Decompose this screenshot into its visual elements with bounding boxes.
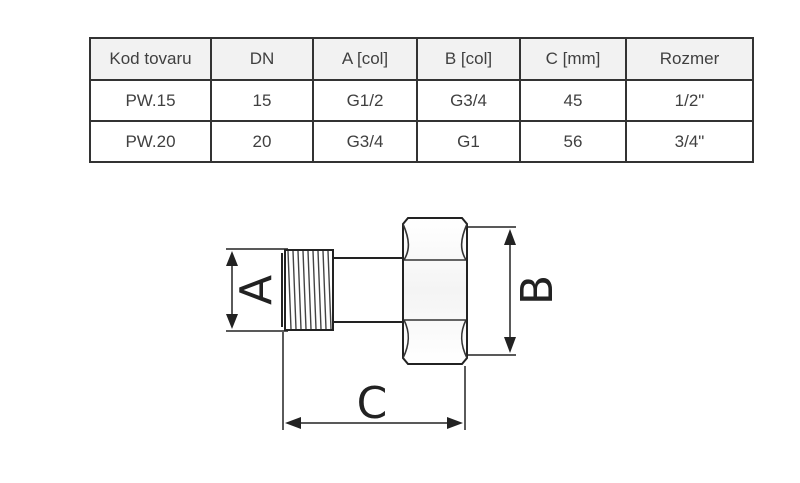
arrow-left-icon bbox=[285, 417, 301, 429]
arrow-right-icon bbox=[447, 417, 463, 429]
dimension-a bbox=[226, 248, 288, 332]
table-cell: G3/4 bbox=[312, 120, 418, 163]
header-cell: C [mm] bbox=[519, 37, 627, 81]
table-cell: 20 bbox=[210, 120, 314, 163]
header-cell: Rozmer bbox=[625, 37, 754, 81]
header-cell: Kod tovaru bbox=[89, 37, 212, 81]
spec-table: Kod tovaru DN A [col] B [col] C [mm] Roz… bbox=[89, 37, 754, 163]
dimension-b bbox=[468, 226, 516, 356]
arrow-down-icon bbox=[504, 337, 516, 353]
table-row: PW.15 15 G1/2 G3/4 45 1/2" bbox=[89, 79, 754, 122]
dimension-b-label: B bbox=[512, 275, 563, 305]
table-cell: 3/4" bbox=[625, 120, 754, 163]
header-cell: DN bbox=[210, 37, 314, 81]
threaded-end bbox=[281, 249, 334, 331]
table-header-row: Kod tovaru DN A [col] B [col] C [mm] Roz… bbox=[89, 37, 754, 81]
table-cell: 45 bbox=[519, 79, 627, 122]
table-row: PW.20 20 G3/4 G1 56 3/4" bbox=[89, 120, 754, 163]
header-cell: B [col] bbox=[416, 37, 521, 81]
table-cell: G3/4 bbox=[416, 79, 521, 122]
arrow-up-icon bbox=[504, 229, 516, 245]
table-cell: 15 bbox=[210, 79, 314, 122]
table-cell: PW.20 bbox=[89, 120, 212, 163]
table-cell: 1/2" bbox=[625, 79, 754, 122]
table-cell: PW.15 bbox=[89, 79, 212, 122]
arrow-down-icon bbox=[226, 314, 238, 329]
hex-nut bbox=[402, 217, 468, 365]
fitting-body bbox=[332, 257, 404, 323]
dimension-c-label: C bbox=[357, 378, 388, 429]
table-cell: G1/2 bbox=[312, 79, 418, 122]
table-cell: 56 bbox=[519, 120, 627, 163]
dimension-c bbox=[282, 332, 466, 430]
dimension-a-label: A bbox=[231, 275, 282, 305]
arrow-up-icon bbox=[226, 251, 238, 266]
table-cell: G1 bbox=[416, 120, 521, 163]
header-cell: A [col] bbox=[312, 37, 418, 81]
fitting-drawing: A B C bbox=[226, 217, 563, 430]
